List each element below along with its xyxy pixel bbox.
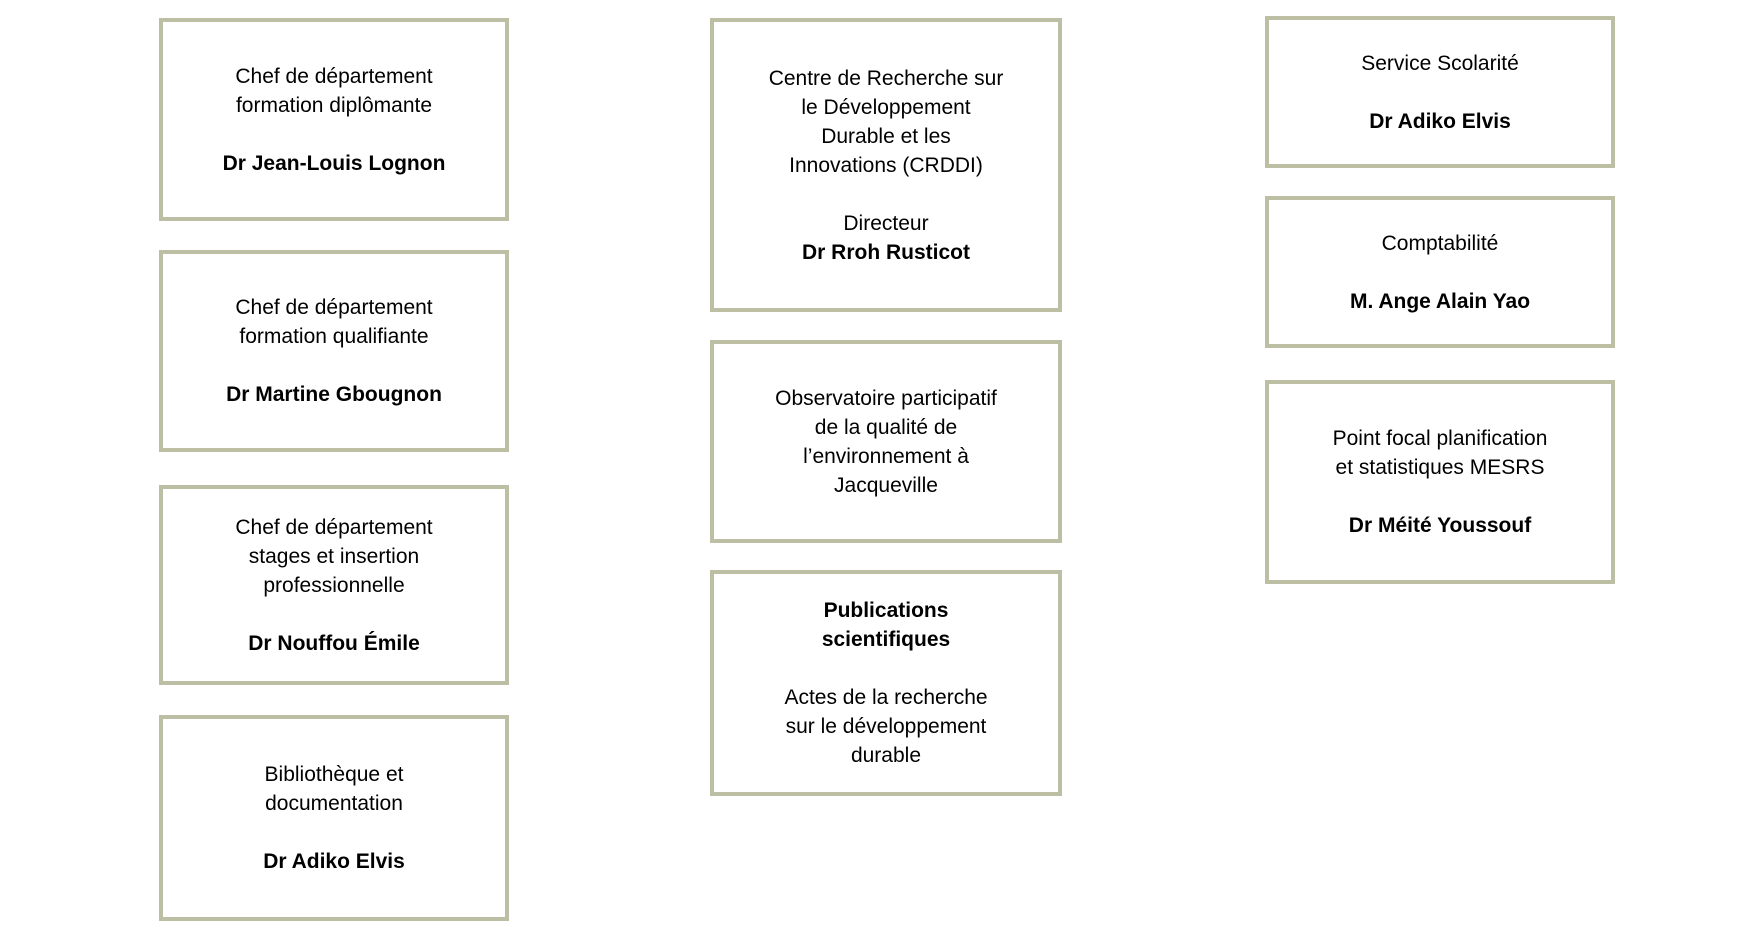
org-box-observatoire-jacqueville: Observatoire participatif de la qualité … [710,340,1062,543]
box-person-name: Dr Jean-Louis Lognon [222,151,446,175]
box-person-name: Dr Nouffou Émile [248,631,420,655]
org-box-service-scolarite: Service Scolarité Dr Adiko Elvis [1265,16,1615,168]
box-person-name: Dr Martine Gbougnon [226,383,442,406]
box-title: Service Scolarité [1361,51,1519,75]
box-person-name: Dr Méité Youssouf [1348,514,1532,537]
box-note: Actes de la recherche sur le développeme… [784,686,988,767]
box-role-label: Directeur [843,211,929,235]
box-title: Chef de département stages et insertion … [235,515,433,597]
box-title: Chef de département formation diplômante [235,64,433,117]
box-person-name: Dr Adiko Elvis [263,850,405,873]
org-box-comptabilite: Comptabilité M. Ange Alain Yao [1265,196,1615,348]
org-box-chef-dept-formation-qualifiante: Chef de département formation qualifiant… [159,250,509,452]
box-person-name: Dr Rroh Rusticot [802,240,970,264]
box-title: Point focal planification et statistique… [1332,427,1548,479]
box-person-name: Dr Adiko Elvis [1369,109,1511,133]
box-title: Centre de Recherche sur le Développement… [768,66,1004,177]
org-box-point-focal-mesrs: Point focal planification et statistique… [1265,380,1615,584]
box-title: Bibliothèque et documentation [264,763,404,815]
box-title: Publications scientifiques [821,599,951,651]
box-title: Chef de département formation qualifiant… [235,296,433,348]
org-box-crddi: Centre de Recherche sur le Développement… [710,18,1062,312]
org-box-chef-dept-stages-insertion: Chef de département stages et insertion … [159,485,509,685]
org-box-chef-dept-formation-diplomante: Chef de département formation diplômante… [159,18,509,221]
box-person-name: M. Ange Alain Yao [1349,289,1531,313]
org-box-publications-scientifiques: Publications scientifiques Actes de la r… [710,570,1062,796]
org-box-bibliotheque-documentation: Bibliothèque et documentation Dr Adiko E… [159,715,509,921]
box-title: Comptabilité [1381,231,1499,255]
box-title: Observatoire participatif de la qualité … [775,386,997,497]
